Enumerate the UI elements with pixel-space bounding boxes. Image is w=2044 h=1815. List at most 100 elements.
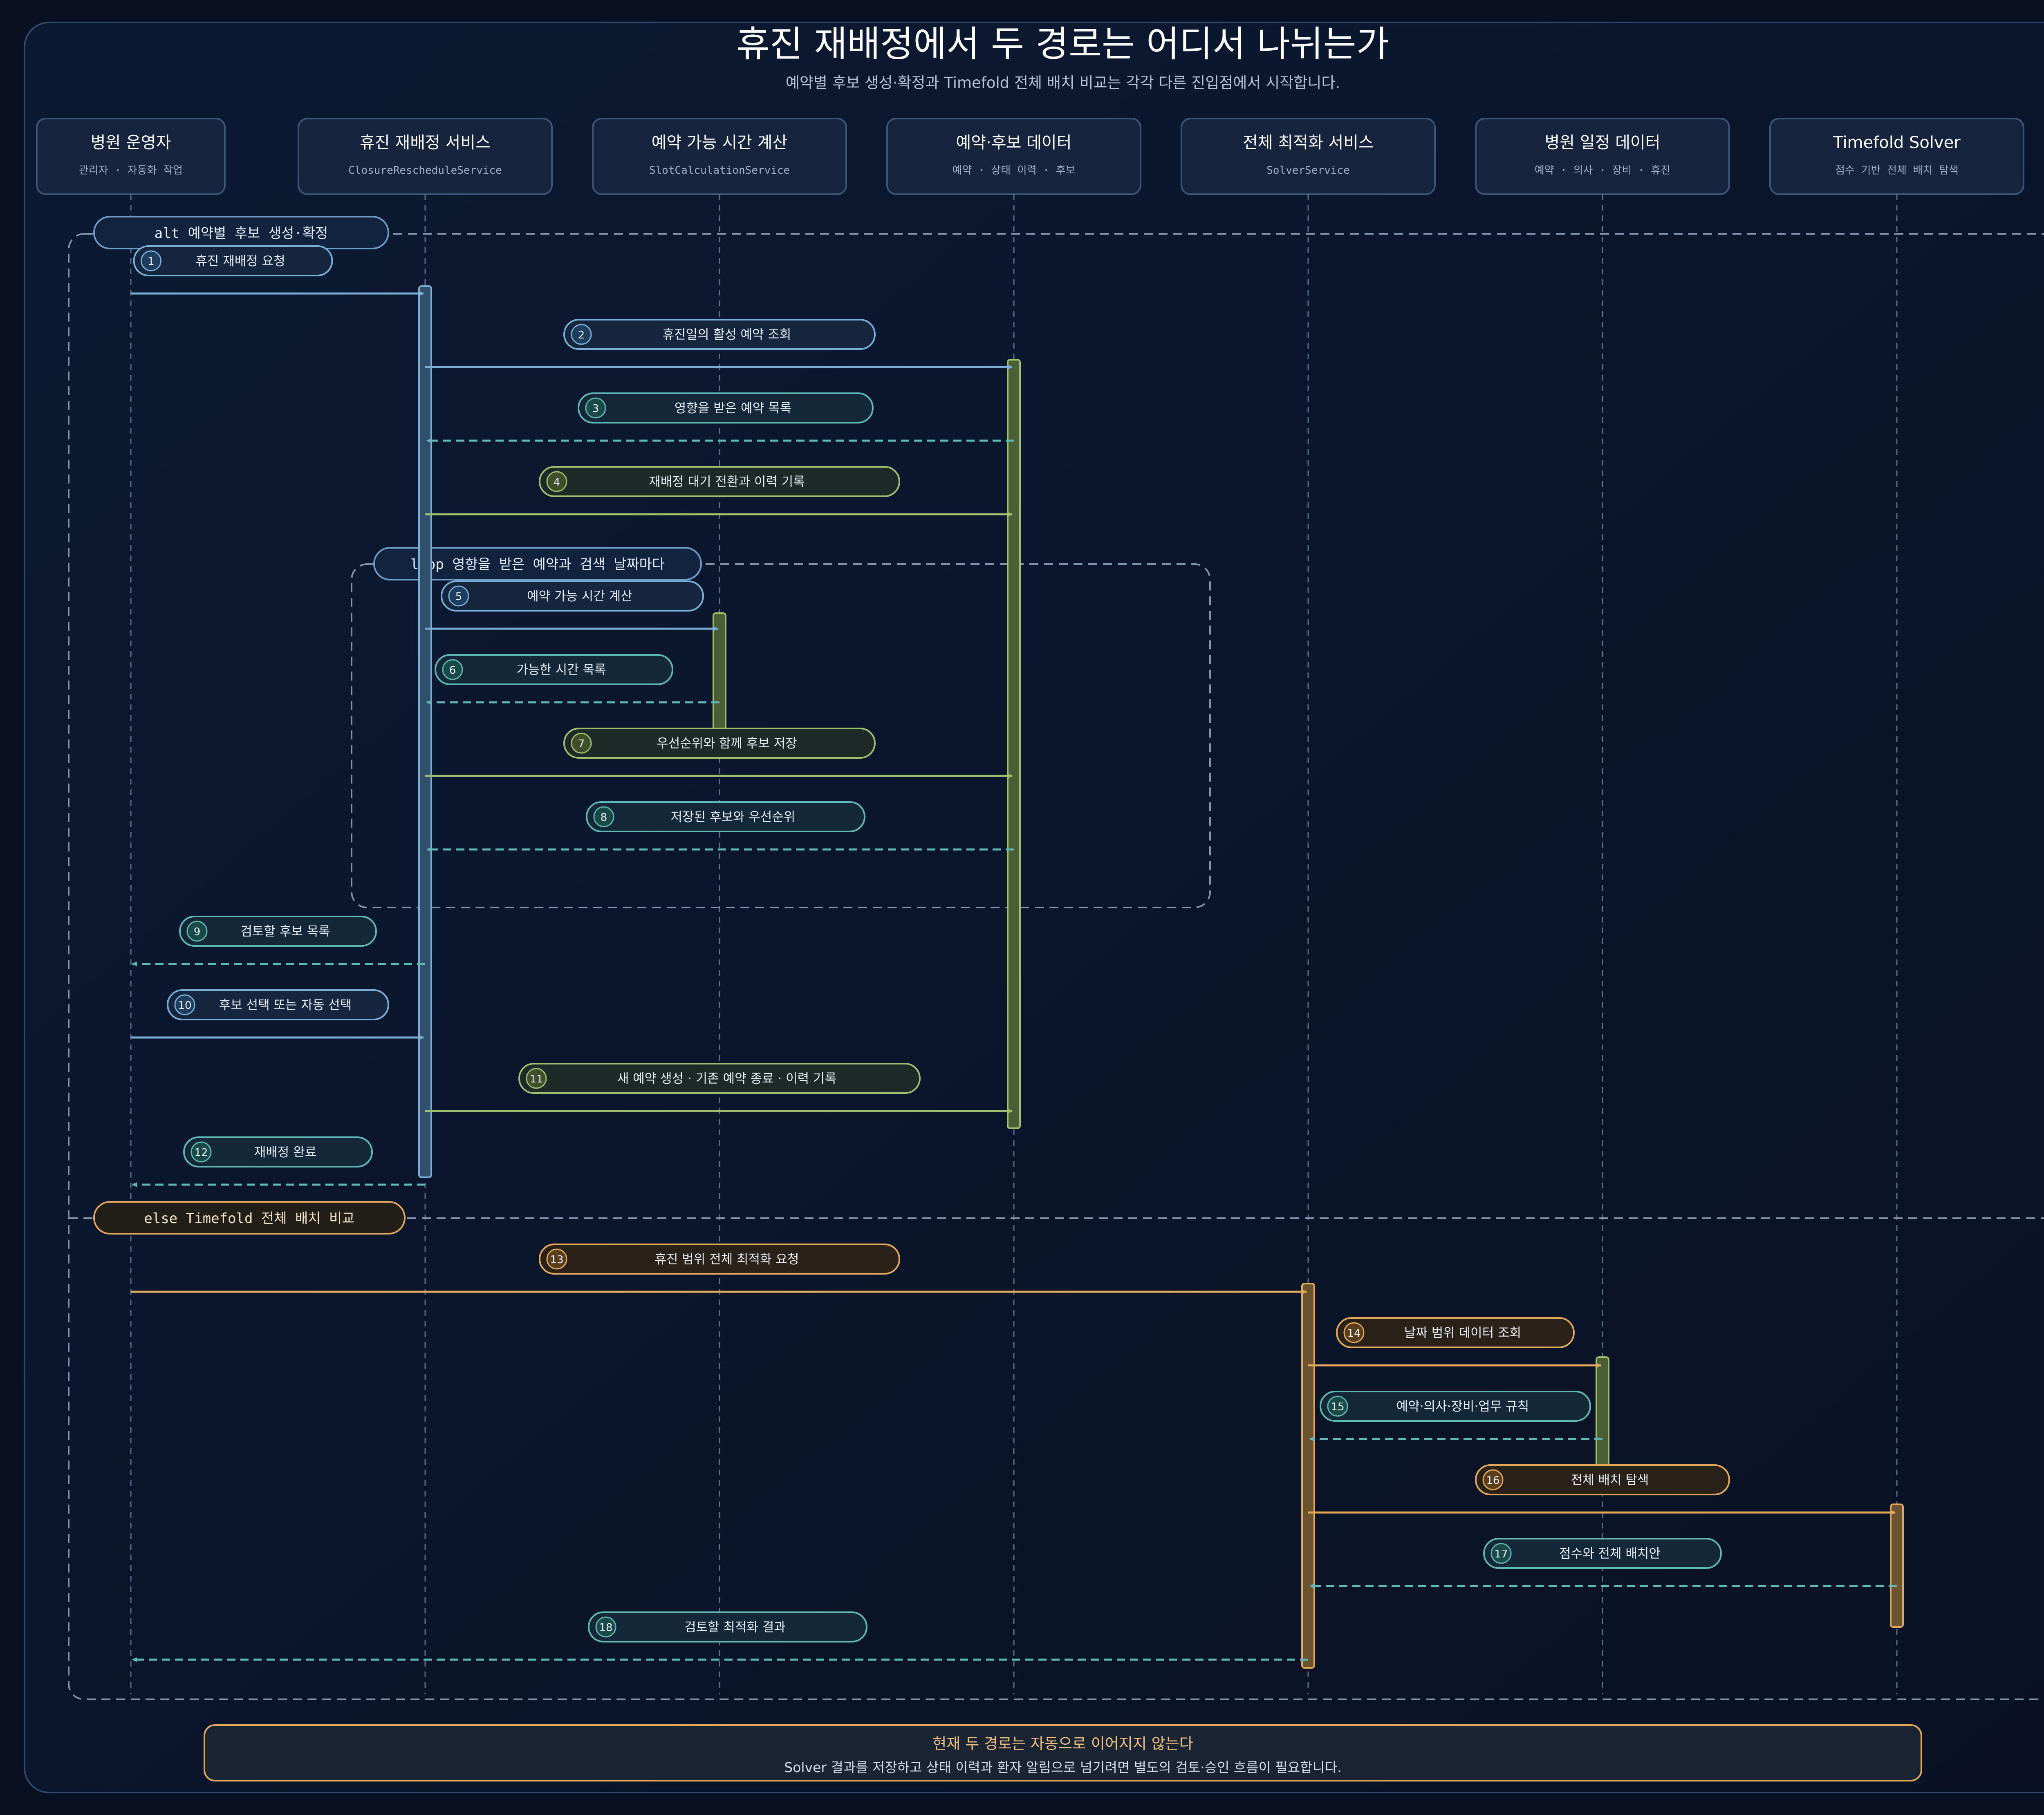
message-label-pill [539, 466, 900, 497]
message-label: 검토할 최적화 결과 [684, 1620, 786, 1635]
participant-box [886, 118, 1141, 195]
message-9: 9 검토할 후보 목록 [132, 916, 425, 966]
outer-frame [24, 22, 2044, 1793]
message-label: 날짜 범위 데이터 조회 [1404, 1326, 1521, 1340]
else-fragment-tag [93, 1201, 406, 1235]
loop-fragment-border [351, 563, 1211, 908]
loop-fragment: loop 영향을 받은 예약과 검색 날짜마다 [351, 547, 1211, 908]
message-label-pill [435, 654, 673, 685]
message-17: 17 점수와 전체 배치안 [1309, 1538, 1897, 1589]
message-label: 영향을 받은 예약 목록 [675, 401, 791, 416]
message-6: 6 가능한 시간 목록 [426, 654, 719, 705]
participant-box [592, 118, 847, 195]
message-label: 우선순위와 함께 후보 저장 [657, 736, 797, 751]
message-label-pill [1320, 1391, 1591, 1422]
message-label-pill [179, 916, 377, 947]
message-label: 후보 선택 또는 자동 선택 [219, 998, 352, 1013]
message-label: 재배정 대기 전환과 이력 기록 [649, 475, 805, 489]
alt-fragment: alt 예약별 후보 생성·확정 else Timefold 전체 배치 비교 [68, 216, 2044, 1700]
loop-fragment-tag [373, 547, 702, 580]
message-number: 14 [1347, 1327, 1360, 1340]
message-number-badge [448, 585, 469, 607]
footer-note-box [204, 1724, 1922, 1781]
message-label: 검토할 후보 목록 [240, 924, 330, 939]
participant-box [298, 118, 553, 195]
message-3: 3 영향을 받은 예약 목록 [426, 392, 1014, 443]
participant-subtitle: 관리자 · 자동화 작업 [79, 164, 183, 177]
participant-name: 병원 일정 데이터 [1544, 133, 1660, 152]
footer-note-body: Solver 결과를 저장하고 상태 이력과 환자 알림으로 넘기려면 별도의 … [784, 1759, 1341, 1775]
activation-bars [418, 285, 1904, 1669]
participant-subtitle: SlotCalculationService [649, 164, 790, 177]
message-number-badge [526, 1068, 547, 1089]
message-number: 9 [194, 926, 201, 938]
participant-subtitle: SolverService [1266, 164, 1350, 177]
message-label: 재배정 완료 [254, 1145, 316, 1160]
message-number-badge [1343, 1322, 1365, 1343]
message-number: 17 [1494, 1548, 1508, 1560]
activation-bar-5 [1596, 1356, 1609, 1472]
diagram-subtitle: 예약별 후보 생성·확정과 Timefold 전체 배치 비교는 각각 다른 진… [786, 74, 1340, 92]
message-number-badge [191, 1141, 212, 1163]
participant-box [36, 118, 226, 195]
message-label-pill [1336, 1317, 1575, 1348]
message-11: 11 새 예약 생성 · 기존 예약 종료 · 이력 기록 [425, 1063, 1013, 1114]
message-label: 가능한 시간 목록 [516, 663, 606, 677]
message-label-pill [167, 989, 389, 1020]
message-18: 18 검토할 최적화 결과 [132, 1611, 1308, 1662]
alt-fragment-border [68, 233, 2044, 1700]
message-number: 12 [194, 1147, 208, 1159]
message-label-pill [578, 392, 874, 424]
message-number-badge [141, 250, 161, 271]
message-label-pill [133, 245, 333, 276]
message-label: 휴진 재배정 요청 [195, 254, 285, 269]
participant-subtitle: ClosureRescheduleService [348, 164, 502, 177]
message-number: 16 [1486, 1474, 1499, 1487]
activation-bar-2 [1007, 359, 1021, 1129]
message-number: 11 [529, 1073, 543, 1085]
message-number-badge [546, 1248, 567, 1270]
message-number-badge [571, 733, 592, 754]
message-label-pill [563, 728, 876, 759]
message-number-badge [546, 471, 567, 492]
message-number: 6 [449, 664, 456, 677]
footer-note: 현재 두 경로는 자동으로 이어지지 않는다 Solver 결과를 저장하고 상… [204, 1724, 1922, 1781]
participant-subtitle: 예약 · 의사 · 장비 · 휴진 [1535, 164, 1670, 177]
participant-2: 휴진 재배정 서비스 ClosureRescheduleService [298, 118, 553, 195]
message-label: 점수와 전체 배치안 [1559, 1546, 1661, 1561]
else-fragment-label: else Timefold 전체 배치 비교 [144, 1210, 354, 1227]
message-label-pill [586, 801, 865, 832]
participant-name: Timefold Solver [1833, 133, 1961, 152]
message-number: 8 [601, 811, 607, 824]
message-number: 18 [599, 1622, 612, 1634]
message-number-badge [442, 659, 463, 680]
message-number: 3 [592, 403, 599, 415]
message-label-pill [183, 1136, 373, 1167]
message-12: 12 재배정 완료 [132, 1136, 425, 1187]
message-number: 15 [1331, 1401, 1344, 1413]
message-number-badge [186, 921, 208, 942]
message-label-pill [563, 319, 876, 350]
participant-name: 휴진 재배정 서비스 [360, 133, 491, 152]
message-label-pill [588, 1611, 867, 1642]
message-label-pill [539, 1244, 900, 1275]
alt-fragment-label: alt 예약별 후보 생성·확정 [155, 225, 328, 242]
participant-box [1769, 118, 2024, 195]
message-label-pill [1475, 1464, 1730, 1495]
message-label: 새 예약 생성 · 기존 예약 종료 · 이력 기록 [617, 1071, 836, 1086]
